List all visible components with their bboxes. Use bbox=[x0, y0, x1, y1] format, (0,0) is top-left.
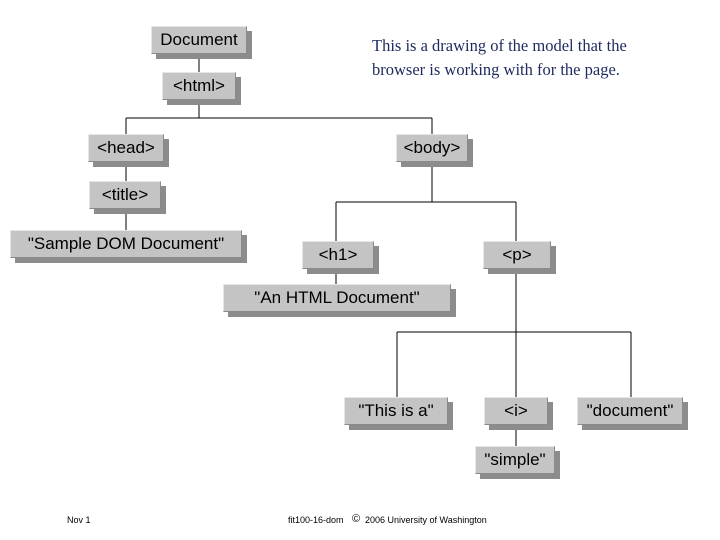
node-title-text: "Sample DOM Document" bbox=[10, 230, 242, 258]
footer-copyright-symbol: © bbox=[352, 513, 361, 525]
annotation-line-2: browser is working with for the page. bbox=[372, 60, 620, 79]
node-p-text-2: "document" bbox=[577, 397, 683, 425]
footer-date: Nov 1 bbox=[67, 515, 91, 525]
node-head: <head> bbox=[88, 134, 164, 162]
footer-copyright-text: 2006 University of Washington bbox=[365, 515, 487, 525]
node-title: <title> bbox=[89, 181, 161, 209]
node-h1-text: "An HTML Document" bbox=[223, 284, 451, 312]
node-p-text-1: "This is a" bbox=[344, 397, 448, 425]
node-i-text: "simple" bbox=[475, 446, 555, 474]
node-body: <body> bbox=[396, 134, 468, 162]
footer-course-id: fit100-16-dom bbox=[288, 515, 344, 525]
annotation-text: This is a drawing of the model that the … bbox=[372, 34, 672, 82]
node-i: <i> bbox=[484, 397, 548, 425]
node-p: <p> bbox=[483, 241, 551, 269]
node-html: <html> bbox=[162, 72, 236, 100]
node-h1: <h1> bbox=[302, 241, 374, 269]
annotation-line-1: This is a drawing of the model that the bbox=[372, 36, 627, 55]
node-document: Document bbox=[151, 26, 247, 54]
